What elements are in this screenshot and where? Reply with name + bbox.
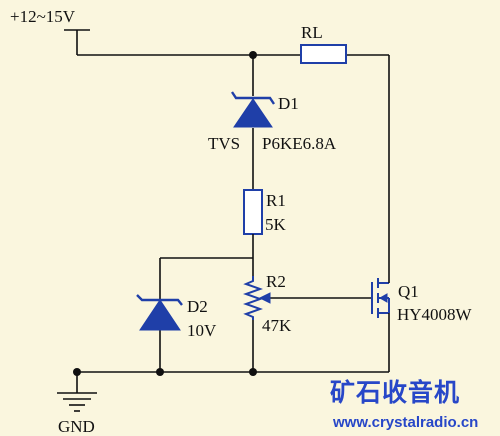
r1-value-label: 5K	[265, 215, 287, 234]
supply-label: +12~15V	[10, 7, 76, 26]
supply-terminal	[64, 29, 90, 55]
d1-part-label: P6KE6.8A	[262, 134, 337, 153]
d2-ref-label: D2	[187, 297, 208, 316]
r1-resistor	[243, 189, 263, 235]
r2-ref-label: R2	[266, 272, 286, 291]
junction-dot	[249, 51, 257, 59]
ground-label: GND	[58, 417, 95, 436]
d2-value-label: 10V	[187, 321, 217, 340]
r1-ref-label: R1	[266, 191, 286, 210]
r1-to-r2-wire	[159, 234, 254, 372]
d1-type-label: TVS	[208, 134, 240, 153]
watermark-title: 矿石收音机	[330, 378, 460, 407]
q1-part-label: HY4008W	[397, 305, 473, 324]
junction-dot	[156, 368, 164, 376]
r2-potentiometer	[243, 276, 372, 320]
q1-ref-label: Q1	[398, 282, 419, 301]
top-rail-wire	[77, 54, 390, 275]
d1-ref-label: D1	[278, 94, 299, 113]
rl-resistor	[300, 44, 347, 64]
junction-dot	[249, 368, 257, 376]
d2-zener-diode	[136, 294, 183, 331]
watermark-url: www.crystalradio.cn	[332, 414, 478, 431]
rl-label: RL	[301, 23, 323, 42]
q1-mosfet	[371, 275, 390, 372]
r2-value-label: 47K	[262, 316, 292, 335]
ground-symbol	[57, 372, 97, 412]
d1-tvs-diode	[231, 91, 275, 128]
